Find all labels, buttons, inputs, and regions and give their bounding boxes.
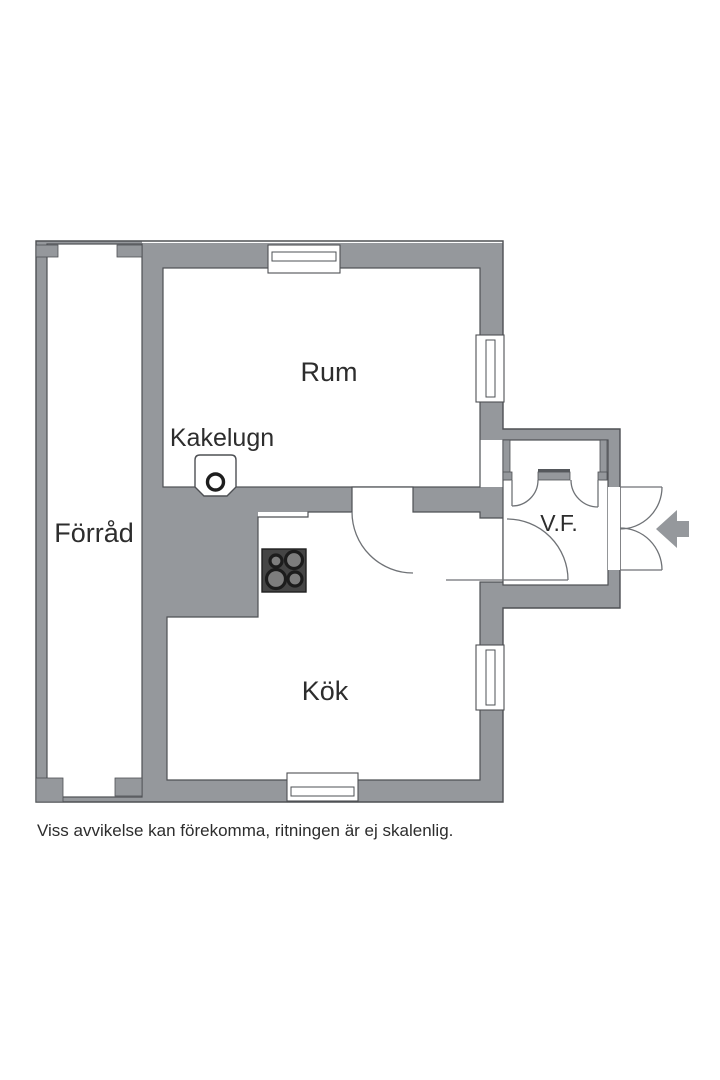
- window-kok-bottom-glass: [290, 786, 355, 797]
- burner-bottom-right: [286, 570, 304, 588]
- wall-forrad-top-line: [36, 241, 142, 245]
- burner-bottom-left: [264, 567, 288, 591]
- rooms: [46, 243, 620, 798]
- wall-annex-right-upper: [608, 440, 620, 487]
- entry-door-top-arc: [619, 486, 663, 530]
- wall-vf-west-stub: [480, 487, 503, 518]
- door-vf-arc: [506, 518, 569, 581]
- disclaimer-text: Viss avvikelse kan förekomma, ritningen …: [37, 821, 454, 840]
- closet-partition-right: [597, 471, 608, 481]
- wall-rum-south-left: [142, 487, 352, 512]
- label-forrad: Förråd: [54, 518, 134, 548]
- windows: [267, 244, 505, 802]
- vf-closet: [502, 439, 608, 481]
- door-swings: [351, 479, 663, 581]
- closet-door-left-arc: [511, 479, 539, 507]
- outer-contour: [35, 240, 621, 803]
- label-vf: V.F.: [540, 510, 578, 536]
- entry-arrow-icon: [656, 510, 689, 548]
- burner-top-right: [283, 549, 305, 571]
- wall-west: [36, 241, 47, 802]
- wall-rum-south-right: [413, 487, 480, 512]
- room-labels: Rum Kakelugn Förråd Kök V.F.: [54, 357, 578, 706]
- wall-forrad-bottom-line: [47, 796, 142, 802]
- jamb-bottom-right: [114, 777, 143, 797]
- entry-opening: [608, 487, 620, 570]
- room-vf: [502, 439, 609, 586]
- window-rum-east-glass: [485, 339, 496, 398]
- entry-door-bottom-arc: [619, 527, 663, 571]
- closet-partition-left: [502, 471, 513, 481]
- kakelugn-flue-circle: [205, 472, 226, 492]
- wall-annex-top: [480, 429, 620, 440]
- label-kok: Kök: [302, 676, 349, 706]
- window-rum-top-glass: [271, 251, 337, 262]
- jamb-top-left: [35, 244, 59, 258]
- burner-top-left: [268, 553, 284, 569]
- room-kok: [166, 486, 504, 781]
- forrad-jambs: [35, 244, 143, 803]
- jamb-bottom-left: [35, 777, 64, 803]
- closet-shelf-line: [538, 469, 570, 472]
- label-kakelugn: Kakelugn: [170, 424, 274, 452]
- closet-door-right-arc: [570, 479, 599, 508]
- door-rum-to-passage-arc: [351, 511, 414, 574]
- label-rum: Rum: [300, 357, 357, 387]
- window-kok-east-glass: [485, 649, 496, 706]
- wall-annex-bottom: [503, 585, 620, 608]
- room-forrad: [46, 243, 143, 798]
- tiled-stove-icon: [194, 454, 237, 497]
- jamb-top-right: [116, 244, 143, 258]
- stove-icon: [261, 548, 307, 593]
- closet-partition-middle: [537, 471, 571, 481]
- room-rum: [162, 267, 481, 488]
